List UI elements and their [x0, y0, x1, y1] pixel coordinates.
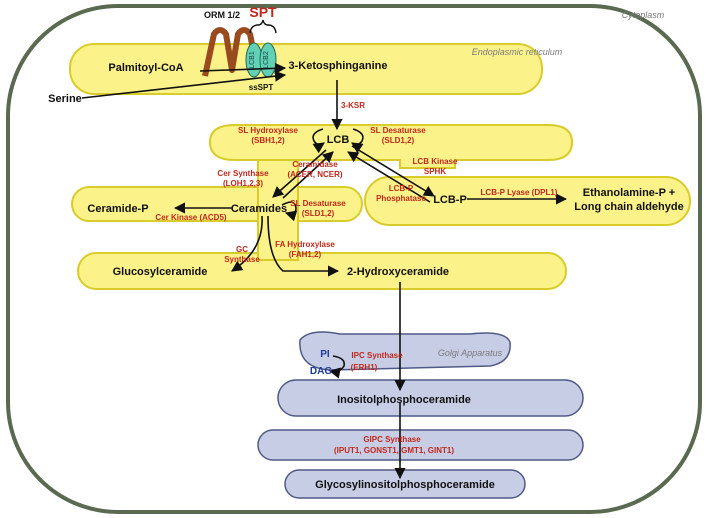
er-label: Endoplasmic reticulum [472, 47, 563, 57]
lcb2-label: LCB2 [263, 51, 270, 69]
fa-hydroxylase-label-2: (FAH1,2) [289, 250, 322, 259]
lcb-label: LCB [327, 134, 350, 146]
arrow-lcb-to-lcbp [351, 145, 435, 197]
fa-hydroxylase-label-1: FA Hydroxylase [275, 240, 335, 249]
gipc-label: Glycosylinositolphosphoceramide [315, 479, 495, 491]
ceramidase-label-2: (ACER, NCER) [287, 170, 342, 179]
pathway-arrows [81, 62, 568, 480]
dag-label: DAG [310, 366, 332, 377]
pi-label: PI [320, 349, 330, 360]
hydroxyceramide-label: 2-Hydroxyceramide [347, 266, 449, 278]
lcbp-phosphatase-label-1: LCB-P [389, 184, 414, 193]
golgi-apparatus [257, 331, 584, 499]
gc-synthase-label-2: Synthase [224, 255, 260, 264]
sld-mid-label-2: (SLD1,2) [302, 209, 335, 218]
arrow-lcb-to-cer [272, 149, 327, 198]
gipc-synthase-label-1: GIPC Synthase [363, 435, 421, 444]
sld-top-label-2: (SLD1,2) [382, 136, 415, 145]
cer-synthase-label-1: Cer Synthase [217, 169, 269, 178]
arrow-serine [81, 70, 287, 99]
lcb-kinase-label-2: SPHK [424, 167, 446, 176]
lcbp-phosphatase-label-2: Phosphatase [376, 194, 426, 203]
ceramides-label: Ceramides [231, 203, 287, 215]
lcbp-lyase-label: LCB-P Lyase (DPL1) [481, 188, 558, 197]
gipc-synthase-label-2: (IPUT1, GONST1, GMT1, GINT1) [334, 446, 454, 455]
arrow-sbh [312, 128, 325, 154]
arrow-fah [267, 215, 340, 277]
spt-bracket [249, 19, 277, 34]
sld-mid-label-1: SL Desaturase [290, 199, 346, 208]
arrow-sld-top [351, 128, 364, 154]
ipc-synthase-label-2: (ERH1) [351, 363, 378, 372]
sspt-label: ssSPT [249, 83, 274, 92]
ipc-synthase-label-1: IPC Synthase [351, 351, 403, 360]
arrow-lcbp-to-lcb [347, 151, 431, 203]
arrow-cer-to-lcb [282, 151, 334, 199]
cytoplasm-label: Cytoplasm [622, 10, 665, 20]
lcb-kinase-label-1: LCB Kinase [413, 157, 458, 166]
arrow-pi-dag [328, 355, 346, 379]
ketosphinganine-label: 3-Ketosphinganine [288, 60, 387, 72]
glucosylceramide-label: Glucosylceramide [113, 266, 208, 278]
sbh-label-1: SL Hydroxylase [238, 126, 298, 135]
arrow-cer-sld [281, 201, 298, 222]
sld-top-label-1: SL Desaturase [370, 126, 426, 135]
arrow-palmitoyl [199, 62, 287, 74]
spt-title: SPT [249, 4, 277, 20]
sbh-label-2: (SBH1,2) [251, 136, 285, 145]
palmitoyl-coa-label: Palmitoyl-CoA [108, 62, 183, 74]
cer-synthase-label-2: (LOH1,2,3) [223, 179, 263, 188]
ksr-label: 3-KSR [341, 101, 365, 110]
arrow-gc [231, 215, 263, 272]
gc-synthase-label-1: GC [236, 245, 248, 254]
ethanolamine-p-label: Ethanolamine-P + [583, 187, 675, 199]
golgi-label: Golgi Apparatus [438, 348, 503, 358]
ipc-label: Inositolphosphoceramide [337, 394, 471, 406]
lcb1-label: LCB1 [249, 51, 256, 69]
orm-label: ORM 1/2 [204, 10, 240, 20]
cer-kinase-label: Cer Kinase (ACD5) [155, 213, 226, 222]
ceramide-p-label: Ceramide-P [87, 203, 148, 215]
lcbp-label: LCB-P [433, 194, 467, 206]
serine-label: Serine [48, 93, 82, 105]
long-chain-aldehyde-label: Long chain aldehyde [574, 201, 683, 213]
ceramidase-label-1: Ceramidase [292, 160, 338, 169]
